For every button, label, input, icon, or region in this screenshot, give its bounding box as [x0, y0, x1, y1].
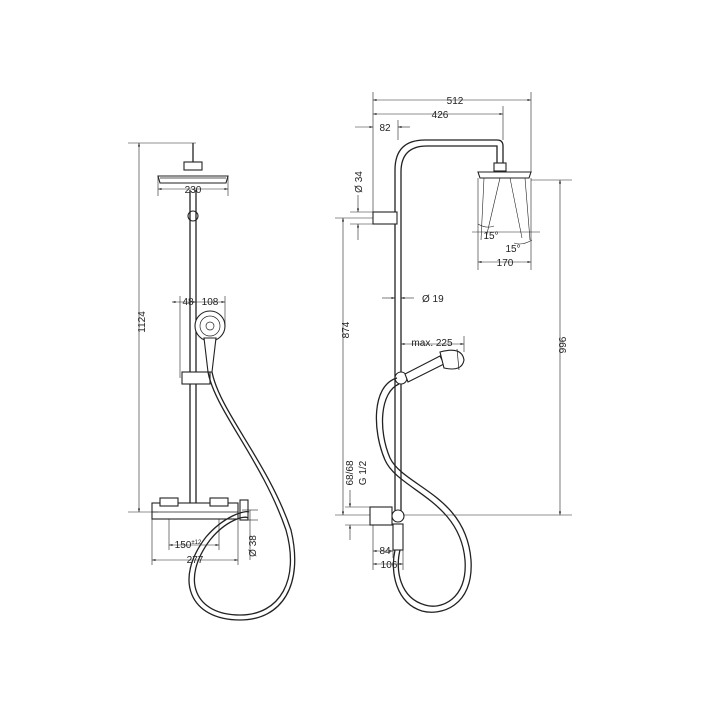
dim-top-extents — [355, 92, 532, 212]
label-arm-length: 426 — [432, 110, 449, 121]
label-bracket-diameter: Ø 34 — [354, 171, 365, 193]
label-thermostat-width: 277 — [187, 555, 204, 566]
label-head-width: 230 — [185, 185, 202, 196]
shower-hose-side — [375, 377, 466, 607]
label-inlet-spacing: 150±12 — [175, 540, 202, 551]
riser-rail — [189, 190, 197, 505]
label-head-size: 170 — [497, 258, 514, 269]
label-valve-depth-2: 106 — [381, 560, 398, 571]
dim-thermostat — [151, 509, 258, 565]
label-overall-depth: 512 — [447, 96, 464, 107]
dim-head-size — [477, 178, 532, 270]
label-max-reach: max. 225 — [411, 338, 453, 349]
label-connection-depth: 68/68 — [345, 460, 356, 485]
riser-pipe-and-arm — [394, 139, 504, 515]
overhead-shower-head — [157, 143, 229, 184]
label-wall-clearance: 82 — [379, 123, 391, 134]
hand-shower — [194, 310, 226, 373]
label-thread: G 1/2 — [358, 460, 369, 485]
dim-max-reach — [401, 336, 465, 352]
label-valve-depth-1: 84 — [379, 546, 391, 557]
shower-hose — [193, 371, 291, 616]
shower-valve — [369, 506, 405, 551]
label-handshower-diameter: 108 — [202, 297, 219, 308]
hand-shower-side — [394, 348, 465, 385]
overhead-head-side — [477, 162, 532, 179]
dim-overall-height — [128, 142, 196, 513]
dim-valve-depth — [372, 525, 404, 570]
dim-head-width — [157, 176, 229, 196]
label-spray-angle-right: 15° — [505, 244, 520, 255]
dim-connection — [345, 490, 370, 540]
hand-shower-slider — [181, 371, 211, 385]
thermostat-mixer — [151, 497, 249, 521]
wall-bracket — [372, 211, 398, 225]
label-thermostat-diameter: Ø 38 — [248, 535, 259, 557]
label-head-height: 996 — [558, 336, 569, 353]
label-spray-angle-left: 15° — [483, 231, 498, 242]
spray-pattern — [472, 177, 540, 245]
side-view: 15° 15° 170 512 426 82 — [335, 92, 572, 613]
label-pipe-diameter: Ø 19 — [422, 294, 444, 305]
dim-rail-height — [335, 217, 373, 516]
label-rail-height: 874 — [341, 321, 352, 338]
front-view: 1124 230 48 108 1 — [128, 142, 296, 621]
label-handshower-offset: 48 — [182, 297, 194, 308]
dim-handshower — [172, 296, 226, 378]
dim-head-height — [403, 179, 572, 516]
dim-bracket-diameter — [350, 195, 373, 240]
label-overall-height: 1124 — [137, 311, 148, 333]
